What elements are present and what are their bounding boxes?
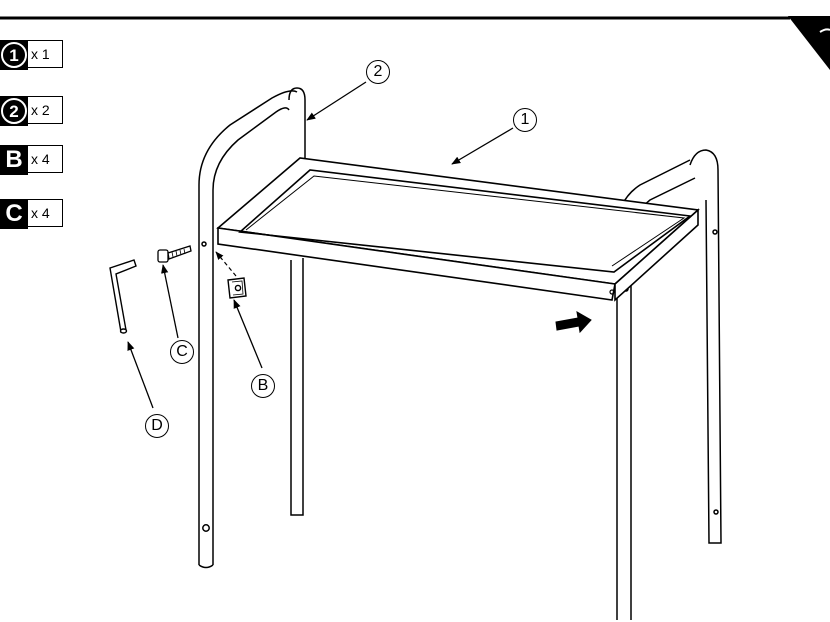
legend-row-part-b: B x 4 — [0, 145, 63, 175]
shelf-tray — [216, 157, 700, 302]
legend-key: C — [0, 199, 28, 229]
legend-key: B — [0, 145, 28, 175]
callout-part-d: D — [145, 414, 169, 438]
legend-qty: x 4 — [28, 199, 63, 227]
page-corner-tab — [788, 16, 830, 70]
legend-key: 2 — [0, 96, 28, 126]
legend-row-part-2: 2 x 2 — [0, 96, 63, 126]
back-right-frame — [689, 149, 722, 544]
allen-key-d — [109, 259, 137, 334]
legend-key-label: 1 — [1, 42, 27, 68]
legend-qty: x 4 — [28, 145, 63, 173]
leader-lines — [127, 81, 514, 409]
direction-arrow — [555, 311, 592, 334]
callout-part-c: C — [170, 340, 194, 364]
back-left-frame — [288, 87, 306, 516]
legend-key: 1 — [0, 40, 28, 70]
callout-part-1: 1 — [513, 108, 537, 132]
front-left-frame — [198, 90, 298, 569]
legend-qty: x 1 — [28, 40, 63, 68]
callout-part-2: 2 — [366, 60, 390, 84]
legend-row-part-1: 1 x 1 — [0, 40, 63, 70]
legend-qty: x 2 — [28, 96, 63, 124]
legend-key-label: 2 — [1, 98, 27, 124]
callout-part-b: B — [251, 374, 275, 398]
legend-row-part-c: C x 4 — [0, 199, 63, 229]
screw-c — [157, 245, 192, 263]
bracket-b — [227, 277, 247, 299]
